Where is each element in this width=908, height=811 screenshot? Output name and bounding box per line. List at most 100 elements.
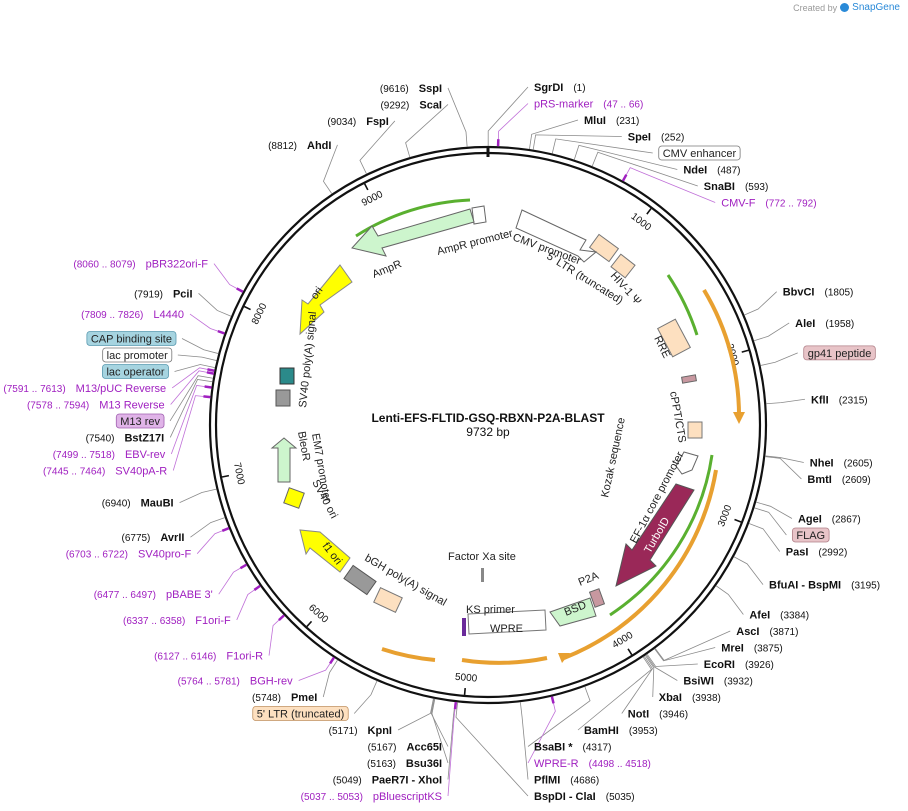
site-bfuai-name: BfuAI - BspMI	[769, 580, 841, 592]
site-mlui-name: MluI	[584, 115, 606, 127]
site-sgrdi-pos: (1)	[573, 83, 585, 94]
arc-rre-region	[702, 288, 742, 421]
label-acc65i: Acc65I(5167)	[368, 742, 442, 754]
site-pasi-pos: (2992)	[818, 547, 847, 558]
primer-ebvrev-pos: (7499 .. 7518)	[53, 450, 115, 461]
site-afei-name: AfeI	[749, 610, 770, 622]
site-nhei-pos: (2605)	[844, 458, 873, 469]
label-avrii: AvrII(6775)	[121, 532, 184, 544]
site-mrei-pos: (3875)	[754, 644, 783, 655]
leader-agei	[756, 501, 793, 519]
primer-mark-ebvrev	[204, 385, 212, 389]
leader-sv40prof	[196, 527, 229, 554]
site-bbvci-name: BbvCI	[783, 287, 815, 299]
leader-cap	[181, 338, 219, 354]
leader-pbks	[447, 702, 457, 797]
leader-prs	[497, 103, 529, 147]
bsd-arrow	[549, 597, 597, 627]
leader-lacop	[174, 364, 216, 372]
f1ori-arrow	[299, 529, 351, 573]
leader-xbai	[645, 655, 655, 698]
leader-mlui	[529, 119, 579, 150]
label-cmvenh: CMV enhancer	[658, 145, 741, 161]
primer-m13puc-name: M13/pUC Reverse	[76, 383, 166, 395]
leader-bstz17i	[169, 378, 213, 438]
label-paer7i: PaeR7I - XhoI (5049)	[333, 775, 442, 787]
primer-sv40pa-name: SV40pA-R	[115, 465, 167, 477]
site-snabi-pos: (593)	[745, 182, 768, 193]
leader-fspi	[359, 120, 396, 175]
leader-ecori	[646, 653, 698, 667]
label-ebvrev: EBV-rev (7499 .. 7518)	[53, 449, 166, 461]
site-asci-name: AscI	[736, 626, 759, 638]
site-pcii-name: PciI	[173, 288, 193, 300]
primer-mark-cmvf	[621, 174, 628, 182]
label-asci: AscI(3871)	[736, 626, 798, 638]
label-agei: AgeI(2867)	[798, 513, 861, 525]
label-cap: CAP binding site	[86, 331, 177, 346]
primer-mark-m13r	[206, 371, 215, 375]
label-pmei: PmeI(5748)	[252, 692, 317, 704]
label-bsu36i: Bsu36I(5163)	[367, 758, 442, 770]
label-sv40pa: SV40pA-R(7445 .. 7464)	[43, 465, 167, 477]
site-acc65i-name: Acc65I	[407, 742, 442, 754]
leader-kfli	[766, 398, 806, 405]
ltr5-inner-box	[588, 233, 620, 263]
feature-m13rev-name: M13 rev	[120, 416, 160, 428]
site-maubi-pos: (6940)	[102, 499, 131, 510]
label-bghrev: BGH-rev(5764 .. 5781)	[178, 676, 294, 688]
primer-mark-m13puc	[207, 368, 215, 372]
label-fspi: FspI(9034)	[327, 116, 389, 128]
label-bamhi: BamHI(3953)	[584, 725, 658, 737]
label-cmvf: CMV-F(772 .. 792)	[721, 198, 816, 210]
leader-ndei	[573, 144, 678, 170]
site-bstz17i-pos: (7540)	[86, 433, 115, 444]
primer-ebvrev-name: EBV-rev	[125, 449, 166, 461]
primer-m13r-pos: (7578 .. 7594)	[27, 400, 89, 411]
site-kpni-name: KpnI	[368, 725, 392, 737]
p2a-box	[588, 588, 606, 608]
site-bsiwi-name: BsiWI	[683, 676, 714, 688]
primer-mark-sv40prof	[221, 527, 230, 532]
site-sspi-pos: (9616)	[380, 84, 409, 95]
site-bamhi-pos: (3953)	[629, 726, 658, 737]
leader-gp41	[760, 352, 798, 366]
site-paer7i-pos: (5049)	[333, 776, 362, 787]
primer-l4440-name: L4440	[153, 309, 184, 321]
label-pcii: PciI(7919)	[134, 288, 192, 300]
primer-pbks-pos: (5037 .. 5053)	[301, 792, 363, 803]
leader-scai	[405, 104, 449, 158]
primer-mark-f1orir	[278, 614, 285, 622]
site-scai-pos: (9292)	[380, 100, 409, 111]
site-paer7i-name: PaeR7I - XhoI	[372, 775, 442, 787]
site-kpni-pos: (5171)	[329, 726, 358, 737]
leader-bsu36i	[431, 698, 449, 764]
leader-pcii	[198, 292, 232, 317]
leader-cmvenh	[551, 138, 653, 154]
primer-mark-wprer	[550, 696, 555, 704]
label-bsabi: BsaBI *(4317)	[534, 742, 611, 754]
feature-cmvenh-box	[658, 145, 741, 161]
leader-lacprom	[177, 354, 217, 361]
primer-f1orir-pos: (6127 .. 6146)	[154, 652, 216, 663]
feature-m13rev-box	[115, 413, 165, 429]
snapgene-credit: Created by SnapGene	[793, 2, 900, 13]
label-pbabe3: pBABE 3'(6477 .. 6497)	[94, 589, 213, 601]
label-bfuai: BfuAI - BspMI (3195)	[769, 580, 880, 592]
primer-pbr322-name: pBR322ori-F	[146, 259, 209, 271]
cmv-promoter-arrow	[515, 209, 598, 263]
arc-rre-arrow	[733, 412, 745, 424]
label-bsiwi: BsiWI(3932)	[683, 676, 752, 688]
site-ahdi-name: AhdI	[307, 140, 331, 152]
label-pbr322: pBR322ori-F(8060 .. 8079)	[73, 259, 208, 271]
plasmid-length: 9732 bp	[466, 425, 510, 439]
label-l4440: L4440(7809 .. 7826)	[81, 309, 184, 321]
primer-pbabe3-pos: (6477 .. 6497)	[94, 590, 156, 601]
arc-bsd-orange-1	[461, 656, 548, 665]
bgh-box	[343, 564, 377, 596]
arc-wpre-region	[563, 469, 718, 660]
site-bfuai-pos: (3195)	[851, 581, 880, 592]
site-spei-name: SpeI	[628, 132, 651, 144]
site-maubi-name: MauBI	[141, 498, 174, 510]
label-sgrdi: SgrDI(1)	[534, 82, 586, 94]
